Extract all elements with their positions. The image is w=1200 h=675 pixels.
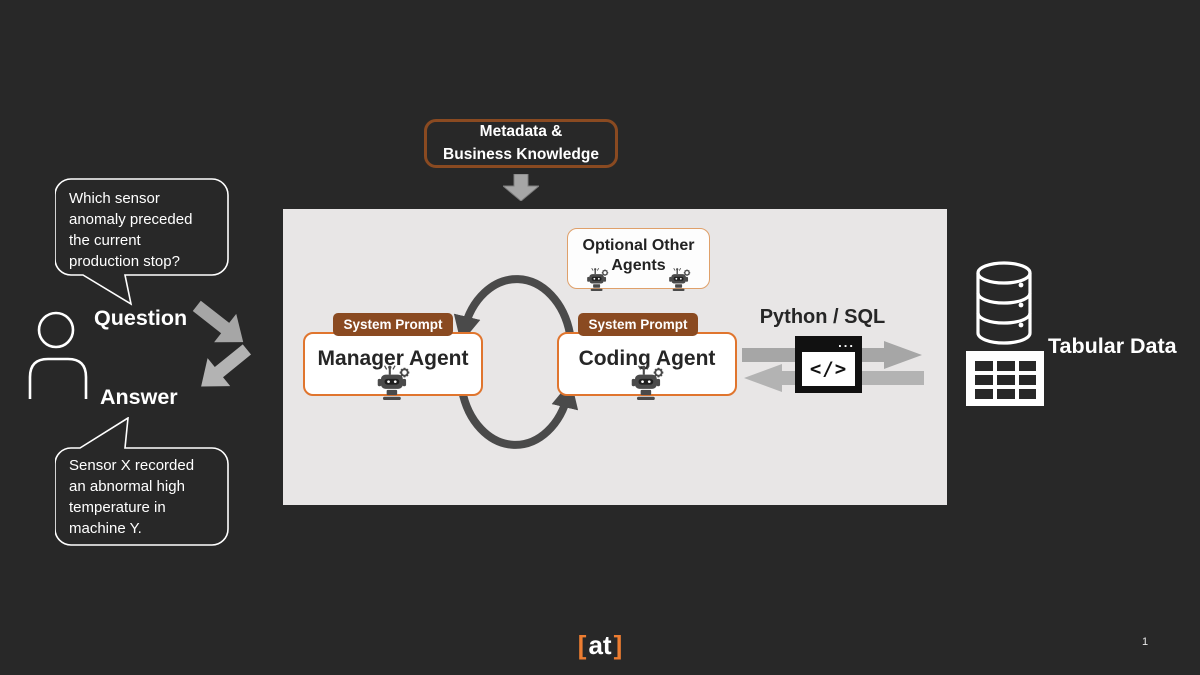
answer-speech-bubble [55,417,229,546]
logo-close-bracket: ] [613,630,623,660]
robot-icon [584,265,612,293]
logo-open-bracket: [ [577,630,587,660]
manager-system-prompt-badge: System Prompt [333,313,453,336]
question-bubble-text: Which sensor anomaly preceded the curren… [69,190,193,270]
answer-arrow-icon [201,344,252,387]
robot-icon [627,361,669,403]
window-dots: ... [838,335,855,350]
answer-bubble-text: Sensor X recorded an abnormal high tempe… [69,457,195,537]
tabular-data-label: Tabular Data [1048,334,1177,358]
answer-label: Answer [100,385,178,409]
question-arrow-icon [192,300,244,343]
agents-panel: Optional Other Agents [283,209,947,505]
optional-agents-box: Optional Other Agents [567,228,710,289]
cycle-arrows-icon [453,275,579,449]
code-window-icon: ... </> [795,336,862,393]
metadata-box: Metadata & Business Knowledge [424,119,618,168]
python-sql-label: Python / SQL [759,306,886,328]
company-logo: [at] [0,630,1200,661]
code-symbol: </> [809,358,848,380]
person-icon [28,311,88,399]
table-icon [966,351,1044,406]
manager-badge-label: System Prompt [343,317,443,332]
coding-agent-label: Coding Agent [578,347,716,370]
coding-badge-label: System Prompt [588,317,688,332]
code-window-pane: </> [800,350,857,388]
metadata-box-label: Metadata & Business Knowledge [443,123,599,163]
page-number: 1 [1141,636,1149,648]
logo-text: at [588,630,612,660]
robot-icon [373,361,415,403]
coding-system-prompt-badge: System Prompt [578,313,698,336]
optional-agents-label: Optional Other Agents [582,237,695,274]
question-speech-bubble [55,178,229,306]
question-label: Question [94,306,188,330]
database-icon [976,261,1032,345]
robot-icon [666,265,694,293]
arrow-down-icon [503,174,539,201]
manager-agent-label: Manager Agent [317,347,469,370]
